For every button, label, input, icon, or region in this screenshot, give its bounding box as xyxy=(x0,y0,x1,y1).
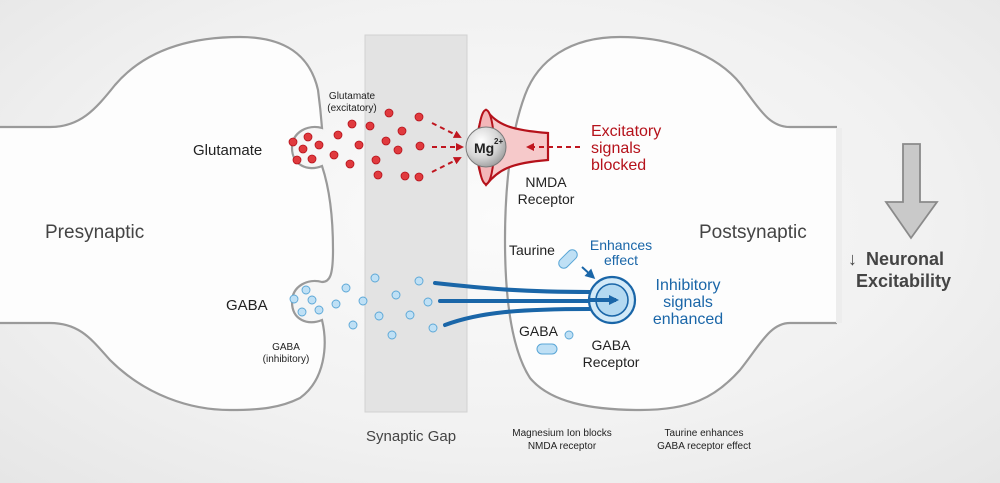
glutamate-caption-2: (excitatory) xyxy=(327,103,376,114)
gaba-post-molecule xyxy=(564,330,574,340)
footnote-taurine-2: GABA receptor effect xyxy=(657,441,751,452)
excitatory-label-1: Excitatory xyxy=(591,123,661,140)
nmda-label-2: Receptor xyxy=(518,191,575,207)
glutamate-caption-1: Glutamate xyxy=(329,91,376,102)
decrease-arrow-icon xyxy=(884,143,939,240)
mg-ion-label: Mg xyxy=(474,140,494,156)
synaptic-gap-region xyxy=(364,34,468,413)
inhibitory-label-3: enhanced xyxy=(653,311,723,328)
glutamate-arrows xyxy=(431,122,464,173)
nmda-label-1: NMDA xyxy=(525,174,567,190)
outcome-down-arrow-icon: ↓ xyxy=(848,249,857,269)
inhibitory-label-1: Inhibitory xyxy=(656,277,721,294)
excitatory-label-3: blocked xyxy=(591,157,646,174)
presynaptic-neuron-outline xyxy=(0,35,335,412)
mg-ion-charge: 2+ xyxy=(494,137,503,146)
inhibitory-label-2: signals xyxy=(663,294,713,311)
postsynaptic-axon-end xyxy=(836,128,842,323)
taurine-label: Taurine xyxy=(509,242,555,258)
postsynaptic-neuron-outline xyxy=(503,35,837,412)
enhances-label-2: effect xyxy=(604,252,638,268)
glutamate-label: Glutamate xyxy=(193,142,262,159)
gaba-signal-lines xyxy=(433,281,606,327)
footnote-mg-1: Magnesium Ion blocks xyxy=(512,428,612,439)
gaba-caption-1: GABA xyxy=(272,342,300,353)
glutamate-molecules xyxy=(329,108,425,182)
gaba-caption-2: (inhibitory) xyxy=(263,354,310,365)
excitatory-label-2: signals xyxy=(591,140,641,157)
gaba-label: GABA xyxy=(226,297,268,314)
enhances-label-1: Enhances xyxy=(590,237,652,253)
footnote-mg-2: NMDA receptor xyxy=(528,441,597,452)
outcome-label-1: Neuronal xyxy=(866,249,944,269)
outcome-label-2: Excitability xyxy=(856,271,951,291)
gaba-molecules xyxy=(331,273,438,340)
synaptic-gap-label: Synaptic Gap xyxy=(366,428,456,445)
taurine-arrow xyxy=(581,266,596,280)
gaba-post-label: GABA xyxy=(519,323,559,339)
gaba-receptor-label-2: Receptor xyxy=(583,354,640,370)
taurine-molecule xyxy=(558,249,578,269)
footnote-taurine-1: Taurine enhances xyxy=(665,428,744,439)
gaba-post-capsule xyxy=(536,343,558,355)
gaba-receptor-label-1: GABA xyxy=(592,337,632,353)
gaba-receptor xyxy=(587,275,637,325)
mg-ion: Mg 2+ xyxy=(465,126,507,168)
presynaptic-label: Presynaptic xyxy=(45,222,144,243)
gaba-vesicle-cluster xyxy=(289,285,324,317)
postsynaptic-label: Postsynaptic xyxy=(699,222,807,243)
glutamate-vesicle-cluster xyxy=(288,132,324,165)
